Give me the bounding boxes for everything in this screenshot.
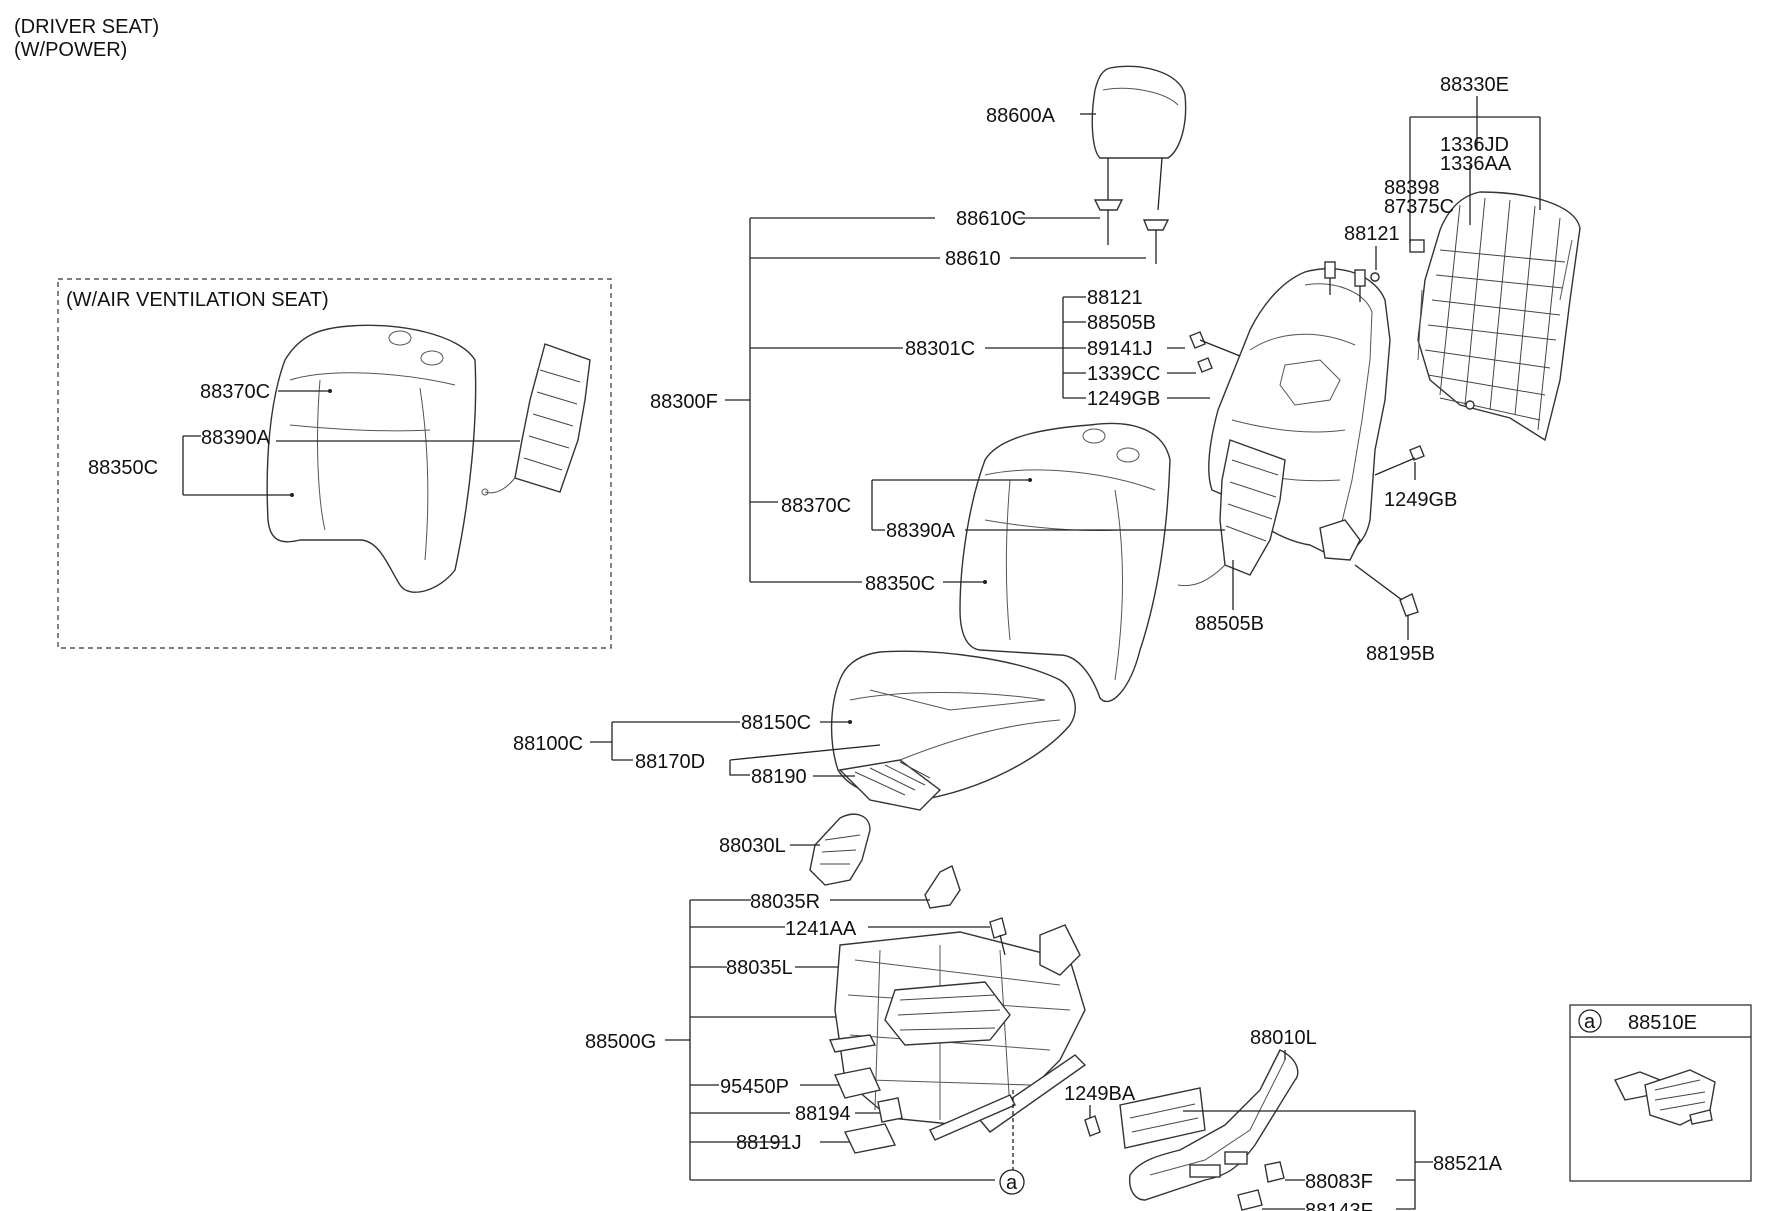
label-89141J: 89141J: [1087, 338, 1153, 360]
label-88398: 88398: [1384, 177, 1440, 199]
track-marker-label: a: [1006, 1172, 1018, 1194]
label-88190: 88190: [751, 766, 807, 788]
label-1249GB-frame: 1249GB: [1087, 388, 1160, 410]
label-88350C: 88350C: [865, 573, 935, 595]
label-88143F: 88143F: [1305, 1200, 1373, 1211]
motor-inset: a 88510E: [1569, 1004, 1752, 1182]
label-88505B-frame: 88505B: [1087, 312, 1156, 334]
inset-label-88390A: 88390A: [201, 427, 271, 449]
label-88521A: 88521A: [1433, 1153, 1503, 1175]
motor-marker-circle: [1578, 1009, 1602, 1033]
label-88330E: 88330E: [1440, 74, 1509, 96]
motor-illustration: [1614, 1069, 1716, 1126]
headrest-illustration: [1091, 65, 1187, 264]
seat-track-illustration: [828, 917, 1087, 1170]
inset-label-88350C: 88350C: [88, 457, 158, 479]
label-88505B-lower: 88505B: [1195, 613, 1264, 635]
seat-cushion-illustration: [830, 650, 1076, 811]
inset-label-88370C: 88370C: [200, 381, 270, 403]
track-cover-left-illustration: [809, 813, 871, 886]
label-88301C: 88301C: [905, 338, 975, 360]
label-1249BA: 1249BA: [1064, 1083, 1136, 1105]
inset-ventilation-pad-illustration: [481, 343, 591, 496]
inset-seat-back-illustration: [266, 324, 477, 593]
seat-back-board-illustration: [1370, 191, 1581, 442]
label-1249GB-right: 1249GB: [1384, 489, 1457, 511]
label-87375C: 87375C: [1384, 196, 1454, 218]
label-88610: 88610: [945, 248, 1001, 270]
seat-back-frame-illustration: [1177, 261, 1425, 617]
label-1241AA: 1241AA: [785, 918, 857, 940]
track-marker-circle: [999, 1169, 1025, 1195]
label-88100C: 88100C: [513, 733, 583, 755]
label-88083F: 88083F: [1305, 1171, 1373, 1193]
motor-part-label: 88510E: [1628, 1012, 1697, 1034]
ventilation-inset-title: (W/AIR VENTILATION SEAT): [66, 289, 329, 311]
header-driver-seat: (DRIVER SEAT): [14, 16, 159, 38]
label-88035L: 88035L: [726, 957, 793, 979]
label-88500G: 88500G: [585, 1031, 656, 1053]
label-88194: 88194: [795, 1103, 851, 1125]
label-1339CC: 1339CC: [1087, 363, 1160, 385]
side-shield-illustration: [1084, 1049, 1299, 1211]
label-88191J: 88191J: [736, 1132, 802, 1154]
label-88300F: 88300F: [650, 391, 718, 413]
label-88390A: 88390A: [886, 520, 956, 542]
motor-marker-label: a: [1584, 1011, 1596, 1033]
ventilation-inset: (W/AIR VENTILATION SEAT) 88370C 88390A 8…: [57, 278, 612, 649]
label-88121-frame: 88121: [1087, 287, 1143, 309]
label-88600A: 88600A: [986, 105, 1056, 127]
label-88030L: 88030L: [719, 835, 786, 857]
label-88610C: 88610C: [956, 208, 1026, 230]
label-88370C: 88370C: [781, 495, 851, 517]
label-1336AA: 1336AA: [1440, 153, 1512, 175]
label-88035R: 88035R: [750, 891, 820, 913]
label-1336JD: 1336JD: [1440, 134, 1509, 156]
label-88010L: 88010L: [1250, 1027, 1317, 1049]
header-with-power: (W/POWER): [14, 39, 127, 61]
track-cover-right-illustration: [924, 865, 961, 909]
label-88170D: 88170D: [635, 751, 705, 773]
label-88195B: 88195B: [1366, 643, 1435, 665]
label-88121-board: 88121: [1344, 223, 1400, 245]
label-88150C: 88150C: [741, 712, 811, 734]
label-95450P: 95450P: [720, 1076, 789, 1098]
